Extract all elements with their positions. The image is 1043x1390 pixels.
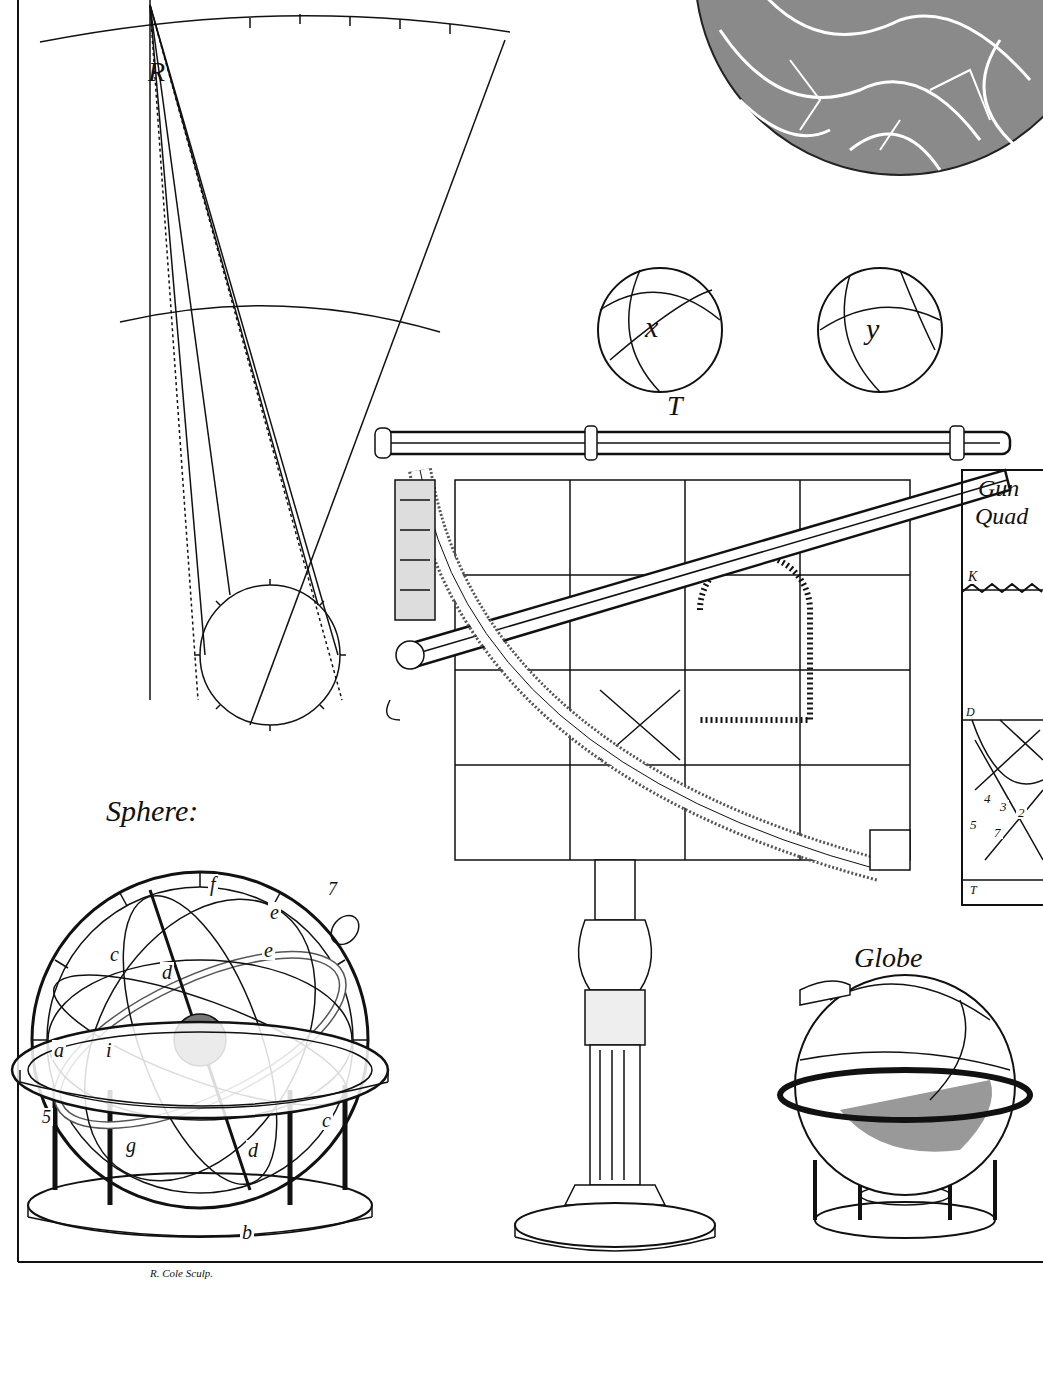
sphere-sections <box>598 268 942 392</box>
mural-quadrant <box>375 426 1010 870</box>
engraved-label: Globe <box>852 944 924 972</box>
armillary-sphere <box>12 858 388 1237</box>
engraved-label: 7 <box>326 880 339 898</box>
engraved-label: 2 <box>1016 806 1027 819</box>
engraved-label: Sphere: <box>104 796 200 826</box>
engraved-label: c <box>108 944 121 964</box>
engraved-label: 7 <box>992 826 1003 839</box>
engraved-label: Quad <box>975 504 1028 528</box>
engraved-label: e <box>268 902 281 922</box>
gunter-quadrant-panel <box>962 470 1043 905</box>
engraved-label: 5 <box>968 818 979 831</box>
engraved-label: R <box>148 58 165 86</box>
engraved-label: g <box>124 1135 138 1155</box>
engraved-label: Gun <box>978 476 1019 500</box>
engraved-label: 5 <box>40 1108 53 1126</box>
engraved-label: R. Cole Sculp. <box>150 1268 213 1279</box>
engraved-label: K <box>966 570 979 584</box>
engraved-label: f <box>208 874 218 894</box>
engraved-label: y <box>866 314 879 344</box>
engraved-label: c <box>320 1110 333 1130</box>
engraved-label: T <box>968 884 979 896</box>
engraved-label: b <box>240 1222 254 1242</box>
engraved-label: a <box>52 1040 66 1060</box>
engraved-label: d <box>246 1140 260 1160</box>
engraved-label: e <box>262 940 275 960</box>
engraved-label: d <box>160 962 174 982</box>
quadrant-stand <box>515 860 715 1251</box>
engraved-label: 4 <box>982 792 993 805</box>
engraved-label: D <box>964 706 977 718</box>
engraved-label: T <box>667 392 683 420</box>
cone-diagram <box>40 0 510 731</box>
star-map <box>695 0 1043 175</box>
engraved-label: x <box>645 312 658 342</box>
terrestrial-globe <box>780 975 1030 1238</box>
engraved-label: i <box>104 1040 114 1060</box>
engraved-label: 3 <box>998 800 1009 813</box>
